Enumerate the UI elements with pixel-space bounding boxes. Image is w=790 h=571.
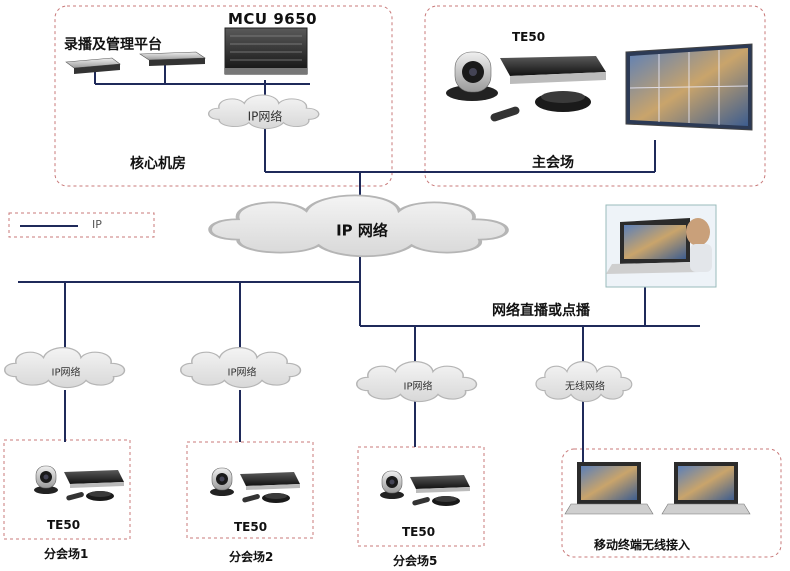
- mcu-label: MCU 9650: [228, 10, 318, 28]
- legend-ip-label: IP: [92, 218, 102, 231]
- management-server-icon: [139, 51, 206, 66]
- branch-1-site-label: 分会场1: [44, 547, 89, 561]
- video-wall-icon: [625, 43, 753, 131]
- core-room-label: 核心机房: [130, 156, 186, 172]
- branch-1-te50-label: TE50: [47, 518, 81, 532]
- mobile-box: [561, 448, 782, 558]
- laptop-2-icon: [661, 461, 751, 515]
- main-site-label: 主会场: [532, 155, 574, 171]
- branch-5-te50-icon: [379, 470, 471, 507]
- main-te50-label: TE50: [512, 30, 546, 44]
- branch-5-te50-label: TE50: [402, 525, 436, 539]
- branch-1-te50-icon: [33, 465, 125, 502]
- main-te50-mic-icon: [535, 91, 591, 112]
- main-te50-codec-icon: [500, 56, 606, 84]
- branch-1-cloud-label: IP网络: [51, 367, 81, 379]
- wireless-cloud-label: 无线网络: [565, 381, 605, 393]
- main-te50-camera-icon: [446, 51, 498, 101]
- core-room-box: [54, 5, 393, 187]
- branch-2-site-label: 分会场2: [229, 550, 274, 564]
- network-links: [18, 62, 700, 470]
- branch-2-te50-icon: [209, 467, 301, 504]
- recording-platform-label: 录播及管理平台: [64, 37, 162, 53]
- streaming-viewer-icon: [605, 204, 717, 288]
- streaming-label: 网络直播或点播: [492, 303, 590, 319]
- branch-2-te50-label: TE50: [234, 520, 268, 534]
- mcu-9650-icon: [224, 27, 308, 75]
- branch-2-cloud-label: IP网络: [227, 367, 257, 379]
- mobile-access-label: 移动终端无线接入: [594, 538, 691, 552]
- main-site-box: [424, 5, 766, 187]
- branch-5-site-label: 分会场5: [393, 554, 438, 568]
- legend-box: [8, 212, 155, 238]
- main-te50-remote-icon: [490, 106, 520, 122]
- backbone-cloud-label: IP 网络: [336, 221, 388, 240]
- branch-5-box: [357, 446, 485, 547]
- laptop-1-icon: [564, 461, 654, 515]
- core-cloud-label: IP网络: [247, 109, 283, 124]
- branch-1-box: [3, 439, 131, 540]
- recording-server-icon: [65, 57, 121, 74]
- branch-5-cloud-label: IP网络: [403, 381, 433, 393]
- branch-2-box: [186, 441, 314, 539]
